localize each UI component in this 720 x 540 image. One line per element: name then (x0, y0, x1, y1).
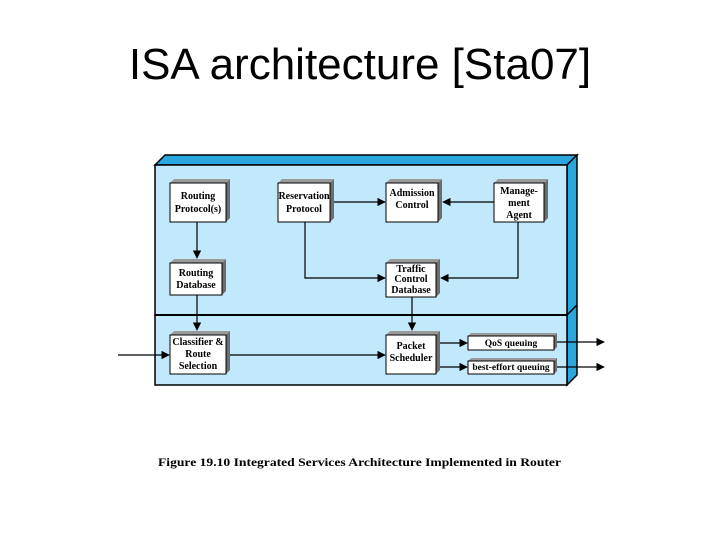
box-traffic-control-database: Traffic Control Database (385, 259, 440, 298)
classifier-line1: Classifier & (172, 337, 223, 348)
arrow-reservation-to-traffic-db (304, 222, 386, 283)
management-agent-line1: Manage- (500, 186, 538, 197)
box-admission-control: Admission Control (385, 179, 442, 223)
qos-queuing-label: QoS queuing (485, 339, 538, 349)
panel-top-edge (153, 154, 579, 166)
traffic-control-database-line3: Database (391, 285, 431, 296)
reservation-protocol-line1: Reservation (278, 191, 330, 202)
packet-scheduler-line2: Scheduler (390, 353, 433, 364)
routing-database-line2: Database (176, 280, 216, 291)
management-agent-line3: Agent (506, 210, 532, 221)
classifier-line2: Route (185, 349, 211, 360)
panel-right-edge (566, 153, 578, 387)
figure-caption: Figure 19.10 Integrated Services Archite… (158, 455, 562, 469)
queue-qos: QoS queuing (467, 333, 557, 351)
slide-title: ISA architecture [Sta07] (128, 40, 592, 89)
routing-protocols-line1: Routing (181, 191, 215, 202)
queue-best-effort: best-effort queuing (467, 358, 557, 375)
routing-database-line1: Routing (179, 268, 213, 279)
management-agent-line2: ment (508, 198, 530, 209)
box-packet-scheduler: Packet Scheduler (385, 331, 440, 375)
classifier-line3: Selection (179, 361, 218, 372)
arrow-management-to-traffic-db (440, 222, 519, 283)
packet-scheduler-line1: Packet (397, 341, 427, 352)
box-reservation-protocol: Reservation Protocol (277, 179, 334, 223)
box-routing-database: Routing Database (169, 259, 226, 296)
panel-divider-edge (566, 304, 578, 316)
connectors (118, 197, 605, 372)
routing-protocols-line2: Protocol(s) (175, 204, 221, 215)
box-classifier-route-selection: Classifier & Route Selection (169, 331, 230, 375)
traffic-control-database-line2: Control (394, 274, 427, 285)
admission-control-line1: Admission (389, 188, 434, 199)
traffic-control-database-line1: Traffic (396, 264, 426, 275)
box-routing-protocols: Routing Protocol(s) (169, 179, 230, 223)
reservation-protocol-line2: Protocol (286, 204, 322, 215)
box-management-agent: Manage- ment Agent (493, 179, 548, 223)
admission-control-line2: Control (395, 200, 428, 211)
best-effort-queuing-label: best-effort queuing (472, 363, 550, 373)
